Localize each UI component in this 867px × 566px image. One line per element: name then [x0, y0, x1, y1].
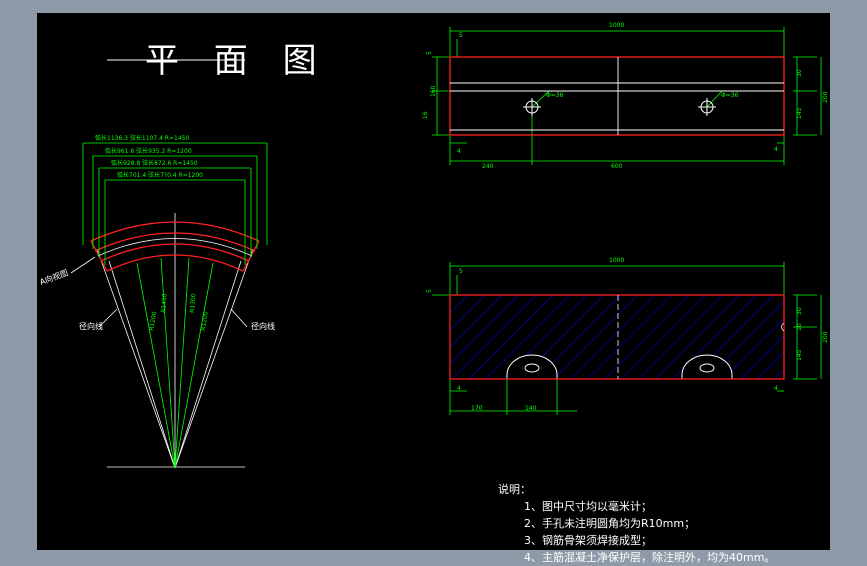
elev-top-outline: [449, 56, 785, 136]
arc-label-4: 弧长701.4 弦长7?0.4 R=1200: [117, 171, 203, 179]
elev-bottom-right-dim-3: 145: [796, 349, 803, 361]
elev-top-bottom-right: 4: [774, 146, 778, 153]
arc-label-1: 弧长1136.3 弦长1107.4 R=1450: [95, 134, 189, 142]
radius-leaders: [136, 257, 214, 469]
elev-bottom-left-small: 5: [426, 289, 433, 293]
elev-top-left-dim-1: 16: [422, 111, 429, 119]
a-view-label: A向视图: [38, 267, 69, 286]
elev-bottom-dim-lines: [432, 262, 822, 415]
arc-label-3: 弧长928.8 弦长872.6 R=1450: [111, 159, 198, 167]
elev-bottom-right-dim-4: 10: [796, 323, 803, 331]
radius-label-4: R1300: [189, 293, 197, 313]
plan-title: 平 面 图: [145, 41, 329, 81]
elev-top-width: 1000: [609, 22, 624, 29]
elev-top-left-small: 5: [426, 51, 433, 55]
plan-view: 弧长1136.3 弦长1107.4 R=1450 弧长961.6 弦长935.2…: [38, 134, 275, 469]
note-item-3: 3、钢筋骨架须焊接成型；: [524, 534, 652, 547]
elev-top-right-dim-2: 200: [822, 91, 829, 103]
cad-drawing: 弧长1136.3 弦长1107.4 R=1450 弧长961.6 弦长935.2…: [38, 22, 829, 469]
elev-bottom-right-dim-1: 30: [796, 307, 803, 315]
arc-label-2: 弧长961.6 弦长935.2 R=1200: [105, 147, 192, 155]
elev-top-right-dim-3: 145: [796, 107, 803, 119]
radius-label-3: R1200: [200, 311, 210, 331]
elev-bottom-small-top: 5: [459, 268, 463, 275]
radial-lines: [96, 213, 254, 469]
label-leaders: [70, 256, 248, 328]
elev-top-right-dim-1: 30: [796, 69, 803, 77]
elev-top-internal-lines: [450, 57, 784, 135]
radial-label-right: 径向线: [251, 321, 275, 331]
drawing-sheet: 平 面 图: [37, 13, 830, 564]
elev-top-holes: [523, 98, 716, 116]
elev-top-hole-label-1: Φ=36: [546, 92, 564, 99]
elev-bottom-notch: [781, 322, 785, 332]
radius-label-1: R1200: [148, 311, 158, 332]
radius-label-2: R1450: [160, 293, 169, 313]
note-item-2: 2、手孔未注明圆角均为R10mm；: [524, 517, 696, 530]
elev-bottom-hole-width: 140: [525, 405, 537, 412]
radial-label-left: 径向线: [79, 321, 103, 331]
elev-bottom-outline: [449, 294, 785, 380]
elev-bottom-bottom-right: 4: [774, 385, 778, 392]
elev-bottom-width: 1000: [609, 257, 624, 264]
elev-top-spacing: 600: [611, 163, 623, 170]
elev-top-small-dim: 5: [459, 32, 463, 39]
note-item-1: 1、图中尺寸均以毫米计；: [524, 500, 652, 513]
note-item-4: 4、主筋混凝土净保护层，除注明外，均为40mm。: [524, 551, 776, 564]
elev-top-hole-label-2: Φ=36: [721, 92, 739, 99]
elev-bottom-handholes: [506, 354, 733, 380]
arc-dimensions: [82, 142, 268, 265]
elev-top-offset: 240: [482, 163, 494, 170]
notes-block: 说明： 1、图中尺寸均以毫米计； 2、手孔未注明圆角均为R10mm； 3、钢筋骨…: [498, 481, 775, 566]
elev-top-left-dim-2: 160: [430, 85, 437, 97]
elev-bottom-right-dim-2: 200: [822, 331, 829, 343]
elev-bottom-offset: 170: [471, 405, 483, 412]
arc-inner-line: [97, 238, 253, 257]
elev-top-bottom-left: 4: [457, 148, 461, 155]
elev-top-dim-lines: [432, 27, 822, 165]
elevation-top: 1000 5 5 16 160 30 200 145 Φ=36 Φ=36 4 4…: [422, 22, 829, 170]
elev-bottom-bottom-left: 4: [457, 385, 461, 392]
elevation-bottom: 1000 5 5 30 200 145 10 4 4 170 140: [426, 257, 829, 415]
elev-bottom-hatch: [450, 295, 784, 379]
notes-heading: 说明：: [498, 483, 531, 496]
